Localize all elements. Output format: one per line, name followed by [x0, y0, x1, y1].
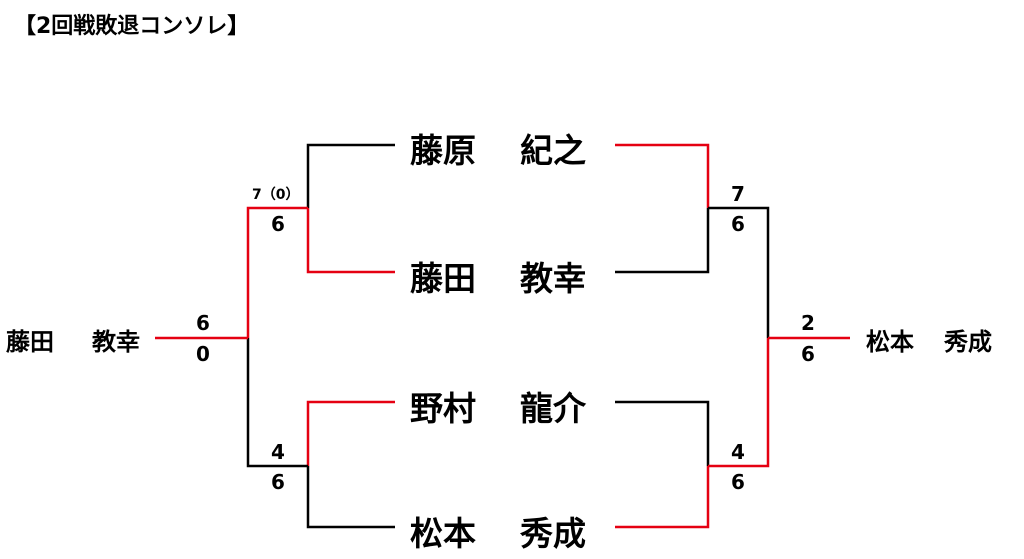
line-right-semi-bottom-to-final — [708, 338, 770, 468]
line-matsumoto-right — [615, 466, 710, 529]
line-fujiwara-right — [615, 143, 710, 208]
line-right-semi-top-to-final — [708, 206, 770, 338]
left-semi-top-score-upper: 7（0） — [252, 187, 300, 203]
line-nomura-left — [306, 400, 395, 466]
left-final-score-upper: 6 — [196, 311, 210, 335]
right-winner-family: 松本 — [866, 328, 914, 356]
left-winner-given: 教幸 — [92, 328, 140, 356]
page-title: 【2回戦敗退コンソレ】 — [14, 14, 250, 39]
player-3-given: 龍介 — [520, 389, 586, 428]
right-final-score-upper: 2 — [801, 311, 815, 335]
left-semi-top-score-lower: 6 — [271, 212, 285, 236]
line-matsumoto-left — [306, 466, 395, 529]
left-winner-family: 藤田 — [6, 328, 54, 356]
left-semi-bottom-score-upper: 4 — [271, 440, 285, 464]
player-1: 藤原 紀之 — [410, 124, 586, 172]
left-winner: 藤田 教幸 — [6, 322, 140, 357]
line-left-semi-bottom-to-final — [246, 338, 308, 468]
left-final-score-lower: 0 — [196, 342, 210, 366]
left-semi-bottom-score-lower: 6 — [271, 470, 285, 494]
right-final-score-lower: 6 — [801, 342, 815, 366]
right-semi-bottom-score-upper: 4 — [731, 440, 745, 464]
player-2-given: 教幸 — [520, 259, 586, 298]
right-winner: 松本 秀成 — [866, 322, 992, 357]
player-1-family: 藤原 — [410, 131, 476, 170]
right-semi-top-score-upper: 7 — [731, 182, 745, 206]
player-4-family: 松本 — [410, 514, 476, 553]
right-winner-given: 秀成 — [944, 328, 992, 356]
player-1-given: 紀之 — [520, 131, 586, 170]
line-fujiwara-left — [306, 143, 395, 208]
player-2: 藤田 教幸 — [410, 252, 586, 300]
line-left-semi-top-to-final — [246, 206, 308, 338]
player-4: 松本 秀成 — [410, 507, 586, 555]
player-3: 野村 龍介 — [410, 382, 586, 430]
player-2-family: 藤田 — [410, 259, 476, 298]
right-semi-top-score-lower: 6 — [731, 212, 745, 236]
line-nomura-right — [615, 400, 710, 466]
right-semi-bottom-score-lower: 6 — [731, 470, 745, 494]
line-fujita-left — [306, 208, 395, 274]
player-3-family: 野村 — [410, 389, 476, 428]
player-4-given: 秀成 — [520, 514, 586, 553]
line-fujita-right — [615, 208, 710, 274]
